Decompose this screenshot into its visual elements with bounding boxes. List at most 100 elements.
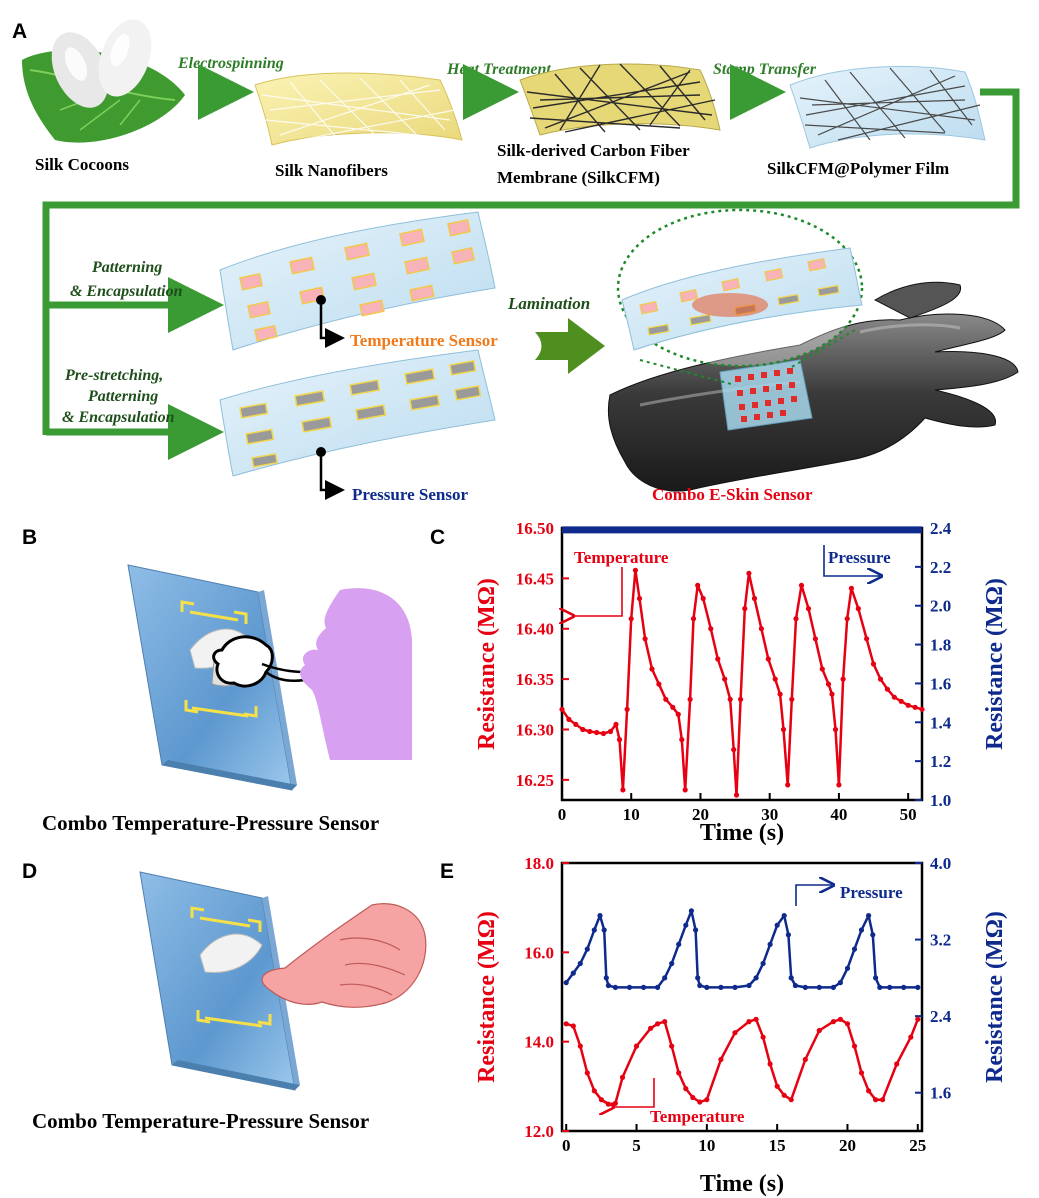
chart-c-ytick-right-label: 1.8 [930, 636, 951, 655]
pressure-sensor-pointer [319, 452, 345, 500]
step-silkcfm-line1: Silk-derived Carbon Fiber [497, 141, 690, 160]
chart-c-point-temperature [663, 696, 669, 702]
chart-e-point-temperature [746, 1019, 752, 1025]
chart-e-point-temperature [753, 1016, 759, 1022]
chart-e-point-temperature [662, 1019, 668, 1025]
chart-c-point-temperature [780, 726, 787, 733]
chart-e-point-temperature [676, 1070, 682, 1076]
chart-c-ytick-right-label: 1.2 [930, 752, 951, 771]
chart-e-ytick-left-label: 16.0 [524, 943, 554, 962]
chart-e-point-pressure [655, 984, 661, 991]
arrow-label-electrospinning: Electrospinning [177, 55, 284, 72]
chart-c-point-temperature [891, 694, 897, 700]
chart-c-point-temperature [733, 792, 740, 798]
chart-c-point-temperature [587, 728, 593, 735]
temperature-sensor-label: Temperature Sensor [350, 331, 498, 350]
process-connector [42, 88, 1020, 460]
chart-e-point-pressure [792, 982, 799, 989]
pressure-sensor-label: Pressure Sensor [352, 485, 468, 504]
panel-b-caption: Combo Temperature-Pressure Sensor [42, 811, 379, 835]
polymer-film-illustration [789, 65, 986, 149]
chart-c-point-temperature [919, 706, 925, 712]
chart-c-point-temperature [844, 616, 850, 622]
chart-c-point-temperature [559, 706, 565, 712]
silkcfm-illustration [519, 63, 721, 136]
chart-e-point-temperature [598, 1097, 605, 1103]
chart-c-point-temperature [812, 636, 819, 642]
chart-c-annotation-temperature-arrow [572, 567, 623, 616]
chart-c-xtick-label: 20 [692, 805, 709, 824]
chart-c-ytick-left-label: 16.30 [516, 720, 554, 739]
chart-e-annotation-pressure: Pressure [840, 883, 903, 902]
chart-c-xtick-label: 50 [900, 805, 917, 824]
chart-e-point-pressure [858, 927, 865, 933]
chart-e-point-temperature [584, 1070, 590, 1076]
chart-e-ylabel-left: Resistance (MΩ) [474, 911, 500, 1083]
chart-c-point-temperature [864, 636, 870, 642]
chart-c-point-temperature [687, 696, 693, 702]
chart-c-point-temperature [632, 567, 639, 573]
chart-c-point-temperature [765, 656, 771, 662]
chart-c-point-temperature [905, 702, 911, 708]
chart-e-point-pressure [688, 908, 695, 914]
chart-e-point-temperature [788, 1097, 794, 1103]
chart-e-point-temperature [612, 1100, 619, 1106]
chart-c-point-temperature [758, 626, 765, 632]
chart-e-point-temperature [669, 1043, 675, 1049]
chart-c-point-temperature [636, 595, 643, 602]
chart-c-point-temperature [789, 696, 795, 702]
chart-e-ylabel-right: Resistance (MΩ) [982, 911, 1008, 1083]
chart-e-point-pressure [563, 980, 569, 986]
chart-e-point-temperature [760, 1034, 766, 1040]
chart-c-point-temperature [594, 729, 600, 736]
chart-c-point-temperature [742, 606, 748, 612]
panel-label-d: D [22, 860, 37, 883]
silk-nanofibers-illustration [254, 72, 463, 146]
chart-e-point-pressure [605, 982, 612, 989]
chart-c-xtick-label: 0 [558, 805, 567, 824]
panel-label-a: A [12, 20, 27, 43]
chart-e-ytick-right-label: 2.4 [930, 1007, 952, 1026]
chart-e-point-pressure [774, 922, 780, 928]
chart-c-point-temperature [912, 704, 918, 710]
chart-c-point-temperature [573, 721, 579, 728]
silk-cocoons-illustration [22, 19, 185, 143]
chart-e-point-pressure [781, 913, 787, 919]
chart-c-point-temperature [798, 582, 805, 589]
pressure-sensor-sheet [219, 349, 496, 477]
chart-e-point-pressure [873, 975, 879, 981]
chart-e-point-temperature [830, 1019, 837, 1025]
chart-e-point-pressure [866, 913, 872, 919]
chart-c-ytick-left-label: 16.45 [516, 569, 554, 588]
chart-e-point-temperature [866, 1088, 872, 1094]
chart-c-point-temperature [690, 616, 697, 622]
chart-e-ytick-right-label: 3.2 [930, 931, 951, 950]
panel-d-caption: Combo Temperature-Pressure Sensor [32, 1109, 369, 1133]
chart-e-point-temperature [605, 1101, 612, 1107]
chart-c-point-temperature [624, 706, 630, 712]
chart-c-ytick-right-label: 1.4 [930, 713, 952, 732]
chart-e-point-temperature [851, 1043, 858, 1049]
chart-e-point-temperature [697, 1099, 703, 1105]
chart-e-point-pressure [785, 932, 792, 938]
zoom-callout [616, 208, 864, 386]
chart-e-point-pressure [570, 970, 576, 976]
arrow-label-stamp-transfer: Stamp Transfer [713, 61, 817, 78]
chart-c-point-temperature [805, 606, 812, 612]
chart-c-point-temperature [877, 676, 884, 682]
glove-illustration [607, 281, 1019, 492]
chart-c-point-temperature [649, 666, 655, 672]
chart-c-ytick-right-label: 2.0 [930, 597, 951, 616]
chart-c-point-temperature [870, 661, 877, 667]
step-polymer-film: SilkCFM@Polymer Film [767, 159, 949, 178]
chart-c-point-temperature [825, 681, 832, 687]
chart-e-xtick-label: 0 [562, 1136, 571, 1155]
chart-c-point-temperature [738, 696, 744, 702]
chart-c-xlabel: Time (s) [700, 820, 784, 846]
chart-e-point-pressure [901, 984, 907, 991]
chart-e-point-temperature [908, 1034, 914, 1040]
chart-c-ytick-left-label: 16.25 [516, 771, 554, 790]
branch-bottom-line3: & Encapsulation [62, 409, 175, 426]
